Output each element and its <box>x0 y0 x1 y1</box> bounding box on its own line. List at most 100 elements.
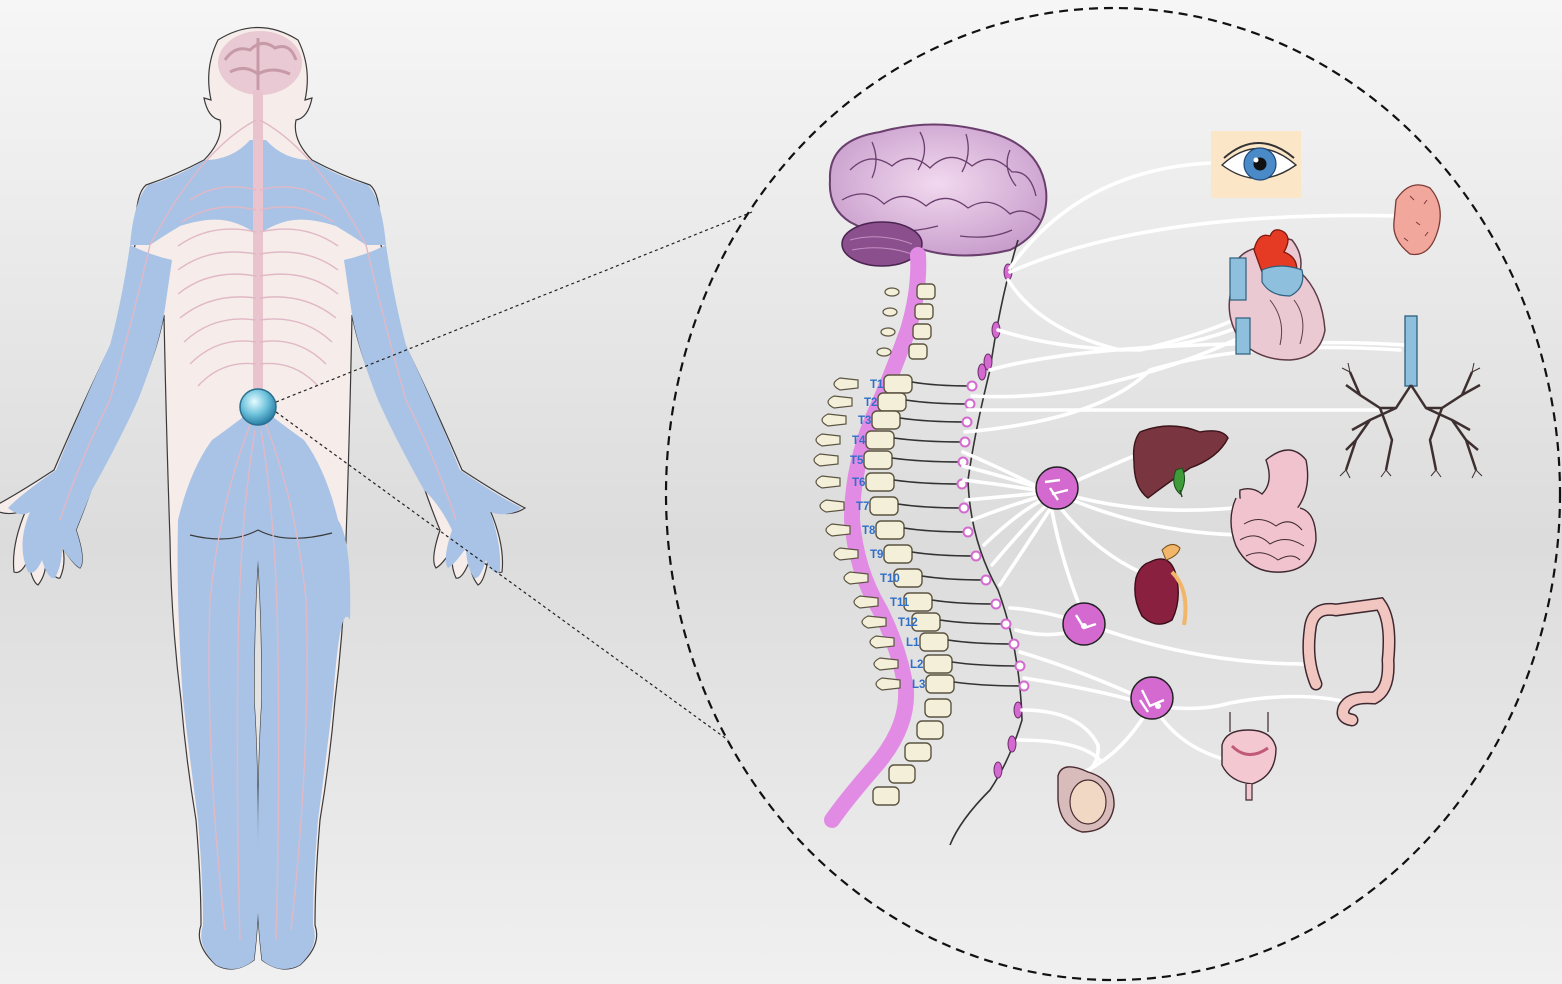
vertebra-t9 <box>884 545 912 563</box>
chain-ganglion-t9 <box>972 552 981 561</box>
cervical-spinous-process <box>883 308 897 316</box>
segment-label-t4: T4 <box>852 435 866 447</box>
spinous-process-l3 <box>876 678 900 690</box>
segment-label-t8: T8 <box>862 525 876 537</box>
spinal-nerve-t6 <box>894 480 962 484</box>
vertebra-t8 <box>876 521 904 539</box>
spinal-nerve-t8 <box>904 528 968 532</box>
zoom-circle <box>666 8 1560 980</box>
chain-ganglion-t4 <box>961 438 970 447</box>
celiac-ganglion <box>1036 467 1078 509</box>
chain-ganglion-l2 <box>1016 662 1025 671</box>
spinous-process-t9 <box>834 548 858 560</box>
segment-label-l3: L3 <box>912 679 925 691</box>
vertebra-t1 <box>884 375 912 393</box>
segment-label-t7: T7 <box>856 501 869 513</box>
chain-ganglion <box>1008 736 1016 752</box>
segment-label-t3: T3 <box>858 415 871 427</box>
reproductive-organ-icon <box>1058 767 1114 832</box>
sacral-vertebra <box>925 699 951 717</box>
segment-label-t5: T5 <box>850 455 864 467</box>
sympathetic-chain <box>950 240 1029 845</box>
sacral-vertebra <box>917 721 943 739</box>
cervical-vertebra <box>913 324 931 339</box>
colon-icon <box>1309 604 1389 720</box>
chain-ganglion-t11 <box>992 600 1001 609</box>
spinal-nerve-l1 <box>948 640 1014 644</box>
magnifier-lens <box>240 389 276 425</box>
chain-ganglion-t3 <box>963 418 972 427</box>
spinous-process-t3 <box>822 414 846 426</box>
cervical-spinous-process <box>877 348 891 356</box>
spinal-cord-pink <box>832 255 918 820</box>
spinal-nerve-t1 <box>912 382 972 386</box>
spinal-nerve-l2 <box>952 662 1020 666</box>
vertebra-t2 <box>878 393 906 411</box>
spinal-nerve-t7 <box>898 504 964 508</box>
chain-ganglion-t8 <box>964 528 973 537</box>
spinal-nerve-t3 <box>900 418 967 422</box>
spinous-process-t6 <box>816 476 840 488</box>
vertebra-t5 <box>864 451 892 469</box>
spinal-nerve-t2 <box>906 400 970 404</box>
chain-ganglion-l3 <box>1020 682 1029 691</box>
heart-icon <box>1229 230 1325 360</box>
chain-ganglion-l1 <box>1010 640 1019 649</box>
spinous-process-t4 <box>816 434 840 446</box>
sacral-vertebra <box>873 787 899 805</box>
segment-label-t10: T10 <box>880 573 900 585</box>
spinal-nerve-t9 <box>912 552 976 556</box>
sacral-vertebra <box>889 765 915 783</box>
spinous-process-t2 <box>828 396 852 408</box>
cervical-vertebra <box>917 284 935 299</box>
chain-ganglion-t12 <box>1002 620 1011 629</box>
eye-icon <box>1211 131 1301 198</box>
superior-mesenteric-ganglion <box>1063 603 1105 645</box>
segment-label-l1: L1 <box>906 637 920 649</box>
vertebra-t3 <box>872 411 900 429</box>
human-figure <box>0 28 525 970</box>
chain-ganglion <box>978 364 986 380</box>
brain-icon <box>830 124 1047 266</box>
segment-label-t9: T9 <box>870 549 883 561</box>
spinal-nerve-t5 <box>892 458 963 462</box>
cervical-spinous-process <box>885 288 899 296</box>
chain-ganglion-t7 <box>960 504 969 513</box>
spinous-process-t8 <box>826 524 850 536</box>
spinal-nerve-l3 <box>954 682 1024 686</box>
chain-ganglion-t10 <box>982 576 991 585</box>
segment-label-t2: T2 <box>864 397 877 409</box>
spinal-nerve-t11 <box>932 600 996 604</box>
spinal-nerve-t12 <box>940 620 1006 624</box>
sympathetic-region-lower <box>178 405 351 969</box>
cervical-vertebra <box>909 344 927 359</box>
segment-label-t6: T6 <box>852 477 865 489</box>
sacral-vertebra <box>905 743 931 761</box>
segment-label-t11: T11 <box>890 597 910 609</box>
segment-label-t12: T12 <box>898 617 918 629</box>
spinous-process-t5 <box>814 454 838 466</box>
spinous-process-t10 <box>844 572 868 584</box>
sympathetic-arm-left <box>8 245 172 578</box>
cervical-vertebra <box>915 304 933 319</box>
vertebra-t4 <box>866 431 894 449</box>
spinous-process-t7 <box>820 500 844 512</box>
vertebra-t7 <box>870 497 898 515</box>
vertebra-l1 <box>920 633 948 651</box>
liver-icon <box>1134 426 1228 498</box>
chain-ganglion <box>994 762 1002 778</box>
spinous-process-t12 <box>862 616 886 628</box>
bladder-icon <box>1222 712 1276 800</box>
spinous-process-l1 <box>870 636 894 648</box>
spinal-nerve-t4 <box>894 438 965 442</box>
segment-label-l2: L2 <box>910 659 923 671</box>
cervical-spinous-process <box>881 328 895 336</box>
spinous-process-t11 <box>854 596 878 608</box>
chain-ganglion-t1 <box>968 382 977 391</box>
spinous-process-l2 <box>874 658 898 670</box>
vertebral-bodies <box>864 284 954 805</box>
spinous-process-t1 <box>834 378 858 390</box>
vertebra-l2 <box>924 655 952 673</box>
lungs-icon <box>1340 316 1482 478</box>
